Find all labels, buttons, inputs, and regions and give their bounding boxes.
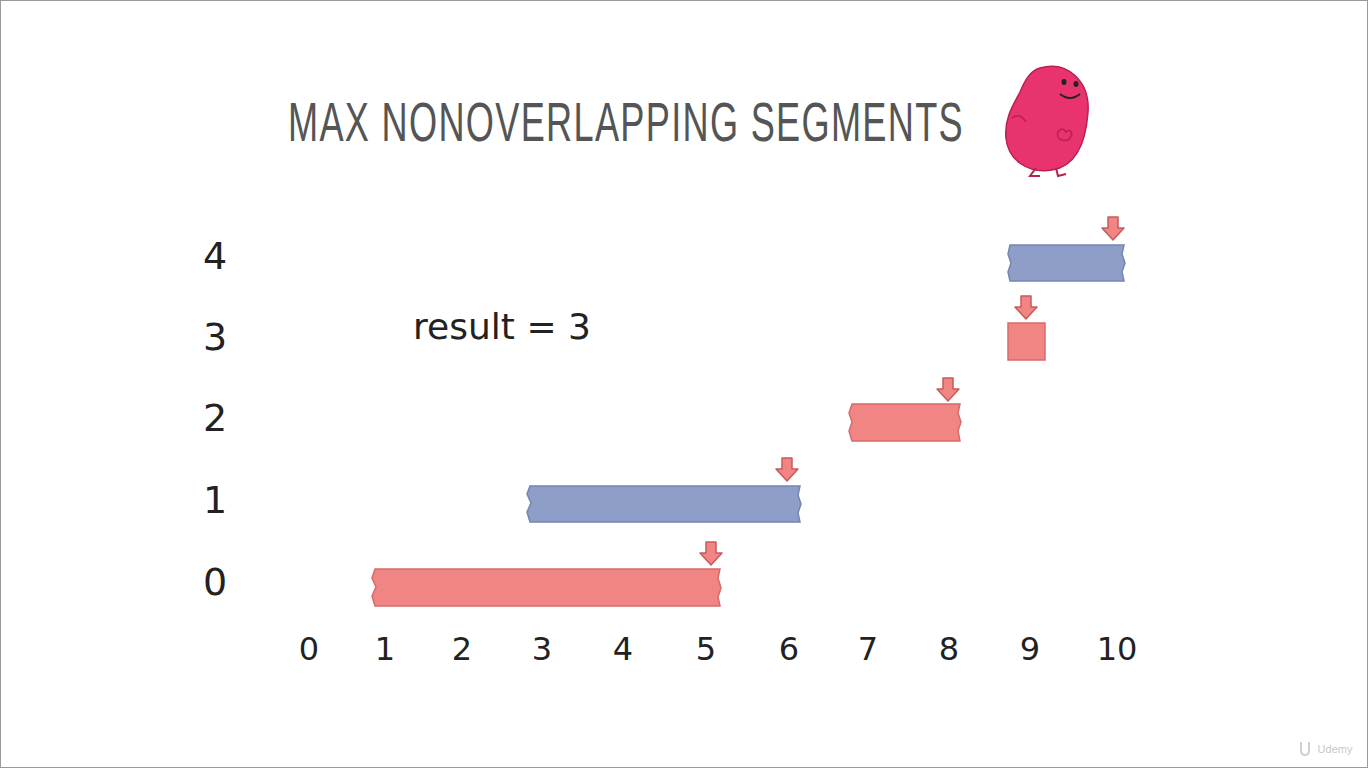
row-index: 3 [203, 315, 227, 359]
axis-tick-label: 1 [375, 630, 395, 668]
axis-tick-label: 7 [858, 630, 878, 668]
row-index: 4 [203, 234, 227, 278]
title: MAX NONOVERLAPPING SEGMENTS [288, 89, 964, 154]
axis-tick-label: 5 [696, 630, 716, 668]
segment-bar [1008, 323, 1045, 360]
segment-bar [372, 569, 721, 606]
axis-tick-label: 9 [1020, 630, 1040, 668]
end-arrow [776, 458, 798, 481]
axis-tick-label: 4 [613, 630, 633, 668]
end-arrow [1102, 217, 1124, 240]
row-index: 1 [203, 478, 227, 522]
result-note: result = 3 [413, 306, 591, 347]
segment-bar [849, 404, 961, 441]
end-arrow [1015, 296, 1037, 319]
axis-tick-label: 3 [532, 630, 552, 668]
axis-tick-label: 0 [299, 630, 319, 668]
segment-bar [527, 486, 801, 522]
row-index: 2 [203, 396, 227, 440]
end-arrow [700, 542, 722, 565]
axis-tick-label: 6 [779, 630, 799, 668]
axis-tick-label: 2 [452, 630, 472, 668]
end-arrow [937, 378, 959, 401]
watermark: Udemy [1318, 743, 1353, 755]
row-index: 0 [203, 560, 227, 604]
blob-character [1006, 66, 1088, 176]
axis-tick-label: 8 [939, 630, 959, 668]
segment-bar [1008, 245, 1125, 281]
axis-tick-label: 10 [1097, 630, 1138, 668]
watermark-icon [1301, 742, 1309, 755]
